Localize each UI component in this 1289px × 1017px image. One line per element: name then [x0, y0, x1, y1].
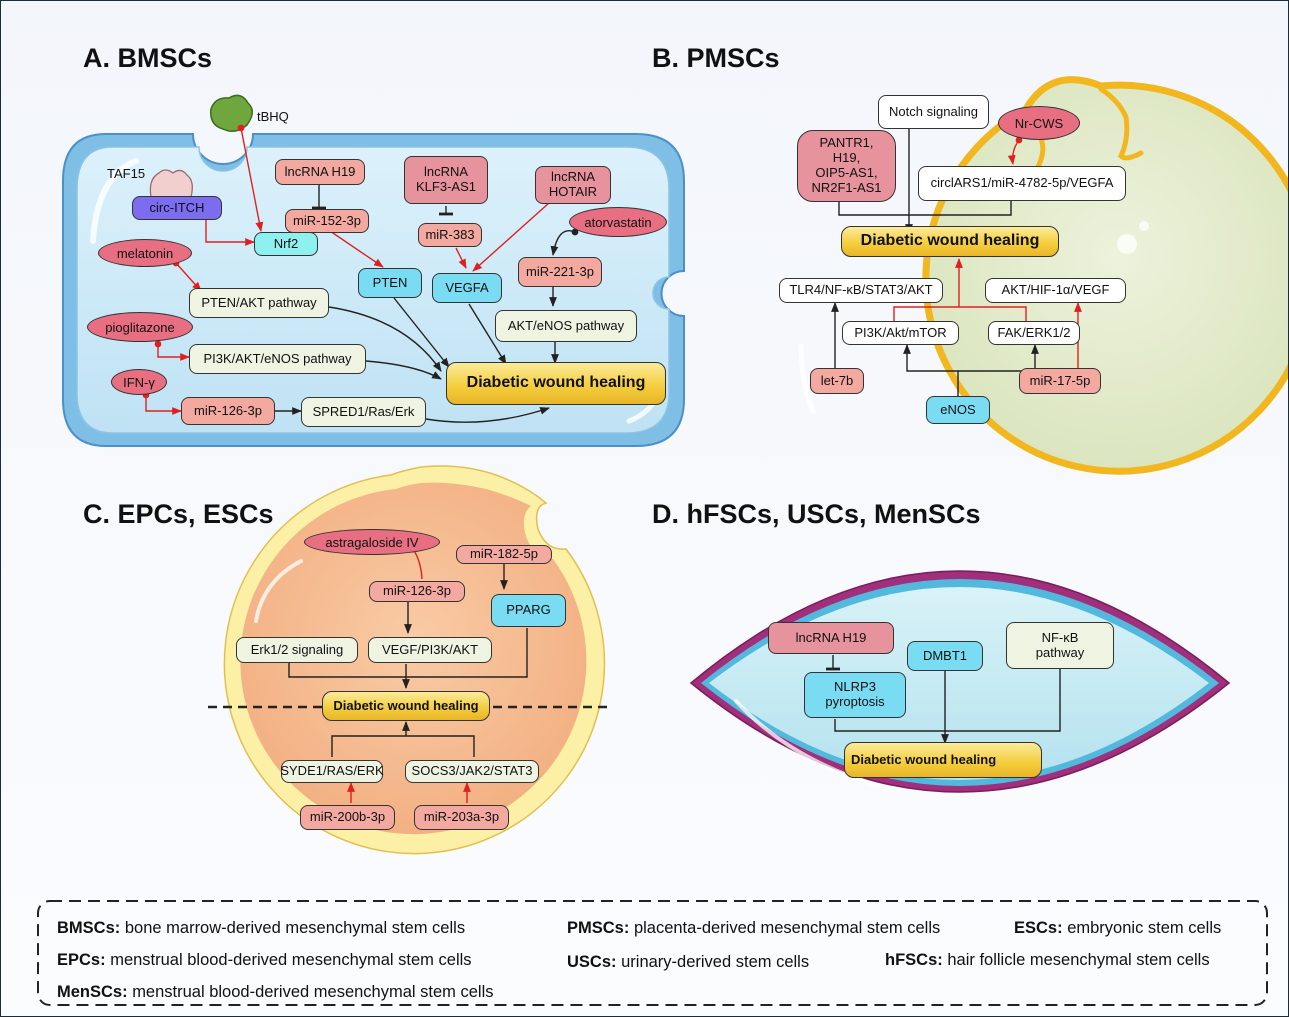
taf15-label: TAF15 — [107, 166, 146, 181]
pten-label: PTEN — [372, 274, 408, 290]
legend-abbr: BMSCs: — [57, 919, 121, 937]
let-7b-node: let-7b — [810, 368, 864, 394]
legend-item-escs: ESCs: embryonic stem cells — [1014, 919, 1221, 938]
enos-node: eNOS — [926, 396, 990, 424]
astragaloside-iv-node: astragaloside IV — [304, 529, 440, 555]
legend-item-epcs: EPCs: menstrual blood-derived mesenchyma… — [57, 951, 472, 970]
legend-item-menscs: MenSCs: menstrual blood-derived mesenchy… — [57, 983, 494, 1002]
lncrna-h19-node: lncRNA H19 — [275, 159, 365, 185]
pten-akt-pathway-node: PTEN/AKT pathway — [189, 288, 329, 318]
legend-abbr: MenSCs: — [57, 983, 128, 1001]
legend-desc: bone marrow-derived mesenchymal stem cel… — [124, 919, 466, 937]
legend-box — [37, 900, 1268, 1006]
oip5-as1-label: OIP5-AS1, — [815, 165, 878, 180]
diabetic-wound-healing-d: Diabetic wound healing — [844, 742, 1042, 778]
taf15-protein-shape — [149, 169, 193, 198]
pparg-node: PPARG — [491, 594, 566, 627]
mir-152-3p-node: miR-152-3p — [285, 209, 369, 233]
legend-item-bmscs: BMSCs: bone marrow-derived mesenchymal s… — [57, 919, 465, 938]
vegf-pi3k-akt-node: VEGF/PI3K/AKT — [368, 637, 492, 663]
mir-126-3p-node: miR-126-3p — [181, 397, 275, 425]
legend-desc: placenta-derived mesenchymal stem cells — [633, 919, 941, 937]
lncrna-group-node: PANTR1,H19,OIP5-AS1,NR2F1-AS1 — [797, 130, 896, 202]
lncrna-hotair-line1: lncRNA — [550, 169, 596, 185]
panel-b-title: B. PMSCs — [652, 43, 780, 73]
vegfa-node: VEGFA — [432, 273, 502, 303]
fak-erk12-node: FAK/ERK1/2 — [988, 321, 1080, 345]
legend-abbr: EPCs: — [57, 951, 106, 969]
circ-itch-node: circ-ITCH — [132, 196, 222, 220]
tbhq-label: tBHQ — [257, 109, 289, 124]
h19-label: H19, — [832, 150, 861, 166]
pantr1-label: PANTR1, — [819, 135, 874, 151]
mir-17-5p-node: miR-17-5p — [1019, 368, 1101, 394]
akt-enos-pathway-node: AKT/eNOS pathway — [495, 310, 637, 342]
socs3-jak2-stat3-node: SOCS3/JAK2/STAT3 — [405, 760, 539, 783]
nfkb-line2: pathway — [1035, 644, 1085, 660]
mir-203a-3p-node: miR-203a-3p — [414, 805, 509, 830]
notch-signaling-node: Notch signaling — [878, 95, 989, 129]
diabetic-wound-healing-b: Diabetic wound healing — [841, 226, 1059, 257]
mir-182-5p-node: miR-182-5p — [456, 545, 552, 564]
mir-383-node: miR-383 — [418, 223, 482, 247]
diabetic-wound-healing-a: Diabetic wound healing — [446, 362, 666, 405]
lncrna-klf3-as1-line1: lncRNA — [423, 164, 469, 180]
legend-abbr: hFSCs: — [885, 951, 943, 969]
legend-desc: menstrual blood-derived mesenchymal stem… — [110, 951, 472, 969]
nlrp3-line1: NLRP3 — [834, 679, 876, 695]
mir-200b-3p-node: miR-200b-3p — [300, 805, 395, 830]
diabetic-wound-healing-c: Diabetic wound healing — [322, 691, 490, 721]
spred1-ras-erk-node: SPRED1/Ras/Erk — [301, 397, 426, 427]
legend-desc: embryonic stem cells — [1067, 919, 1222, 937]
legend-item-hfscs: hFSCs: hair follicle mesenchymal stem ce… — [885, 951, 1210, 970]
syde1-ras-erk-node: SYDE1/RAS/ERK — [280, 760, 384, 783]
legend-desc: urinary-derived stem cells — [621, 953, 810, 971]
pi3k-akt-enos-pathway-node: PI3K/AKT/eNOS pathway — [189, 344, 366, 374]
mir-221-3p-node: miR-221-3p — [518, 257, 602, 287]
panel-d-title: D. hFSCs, USCs, MenSCs — [652, 499, 981, 529]
panel-a-title: A. BMSCs — [83, 43, 213, 73]
mir-126-3p-c-node: miR-126-3p — [369, 581, 465, 602]
tlr4-nfkb-stat3-akt-node: TLR4/NF-κB/STAT3/AKT — [779, 278, 943, 303]
legend-desc: hair follicle mesenchymal stem cells — [947, 951, 1210, 969]
lncrna-h19-d-node: lncRNA H19 — [768, 622, 894, 654]
ifn-gamma-node: IFN-γ — [111, 369, 167, 395]
atorvastatin-node: atorvastatin — [569, 207, 667, 237]
dmbt1-node: DMBT1 — [907, 641, 983, 671]
nrf2-node: Nrf2 — [254, 232, 318, 256]
legend-abbr: ESCs: — [1014, 919, 1063, 937]
legend-item-pmscs: PMSCs: placenta-derived mesenchymal stem… — [567, 919, 940, 938]
nlrp3-line2: pyroptosis — [825, 694, 885, 709]
nfkb-line1: NF-κB — [1041, 629, 1079, 645]
melatonin-node: melatonin — [98, 239, 192, 267]
circlars1-node: circlARS1/miR-4782-5p/VEGFA — [918, 166, 1126, 201]
erk12-signaling-node: Erk1/2 signaling — [236, 637, 358, 663]
pioglitazone-node: pioglitazone — [87, 312, 193, 342]
akt-hif1a-vegf-node: AKT/HIF-1α/VEGF — [985, 278, 1126, 303]
tbhq-molecule-shape — [210, 94, 253, 132]
nr2f1-as1-label: NR2F1-AS1 — [811, 179, 882, 195]
nr-cws-node: Nr-CWS — [998, 106, 1080, 140]
legend-desc: menstrual blood-derived mesenchymal stem… — [132, 983, 494, 1001]
lncrna-hotair-line2: HOTAIR — [548, 184, 598, 199]
pi3k-akt-mtor-node: PI3K/Akt/mTOR — [842, 321, 959, 345]
legend-item-uscs: USCs: urinary-derived stem cells — [567, 953, 809, 972]
panel-c-title: C. EPCs, ESCs — [83, 499, 274, 529]
legend-abbr: USCs: — [567, 953, 617, 971]
legend-abbr: PMSCs: — [567, 919, 630, 937]
pten-node: PTEN — [358, 268, 422, 298]
lncrna-klf3-as1-line2: KLF3-AS1 — [416, 179, 476, 194]
